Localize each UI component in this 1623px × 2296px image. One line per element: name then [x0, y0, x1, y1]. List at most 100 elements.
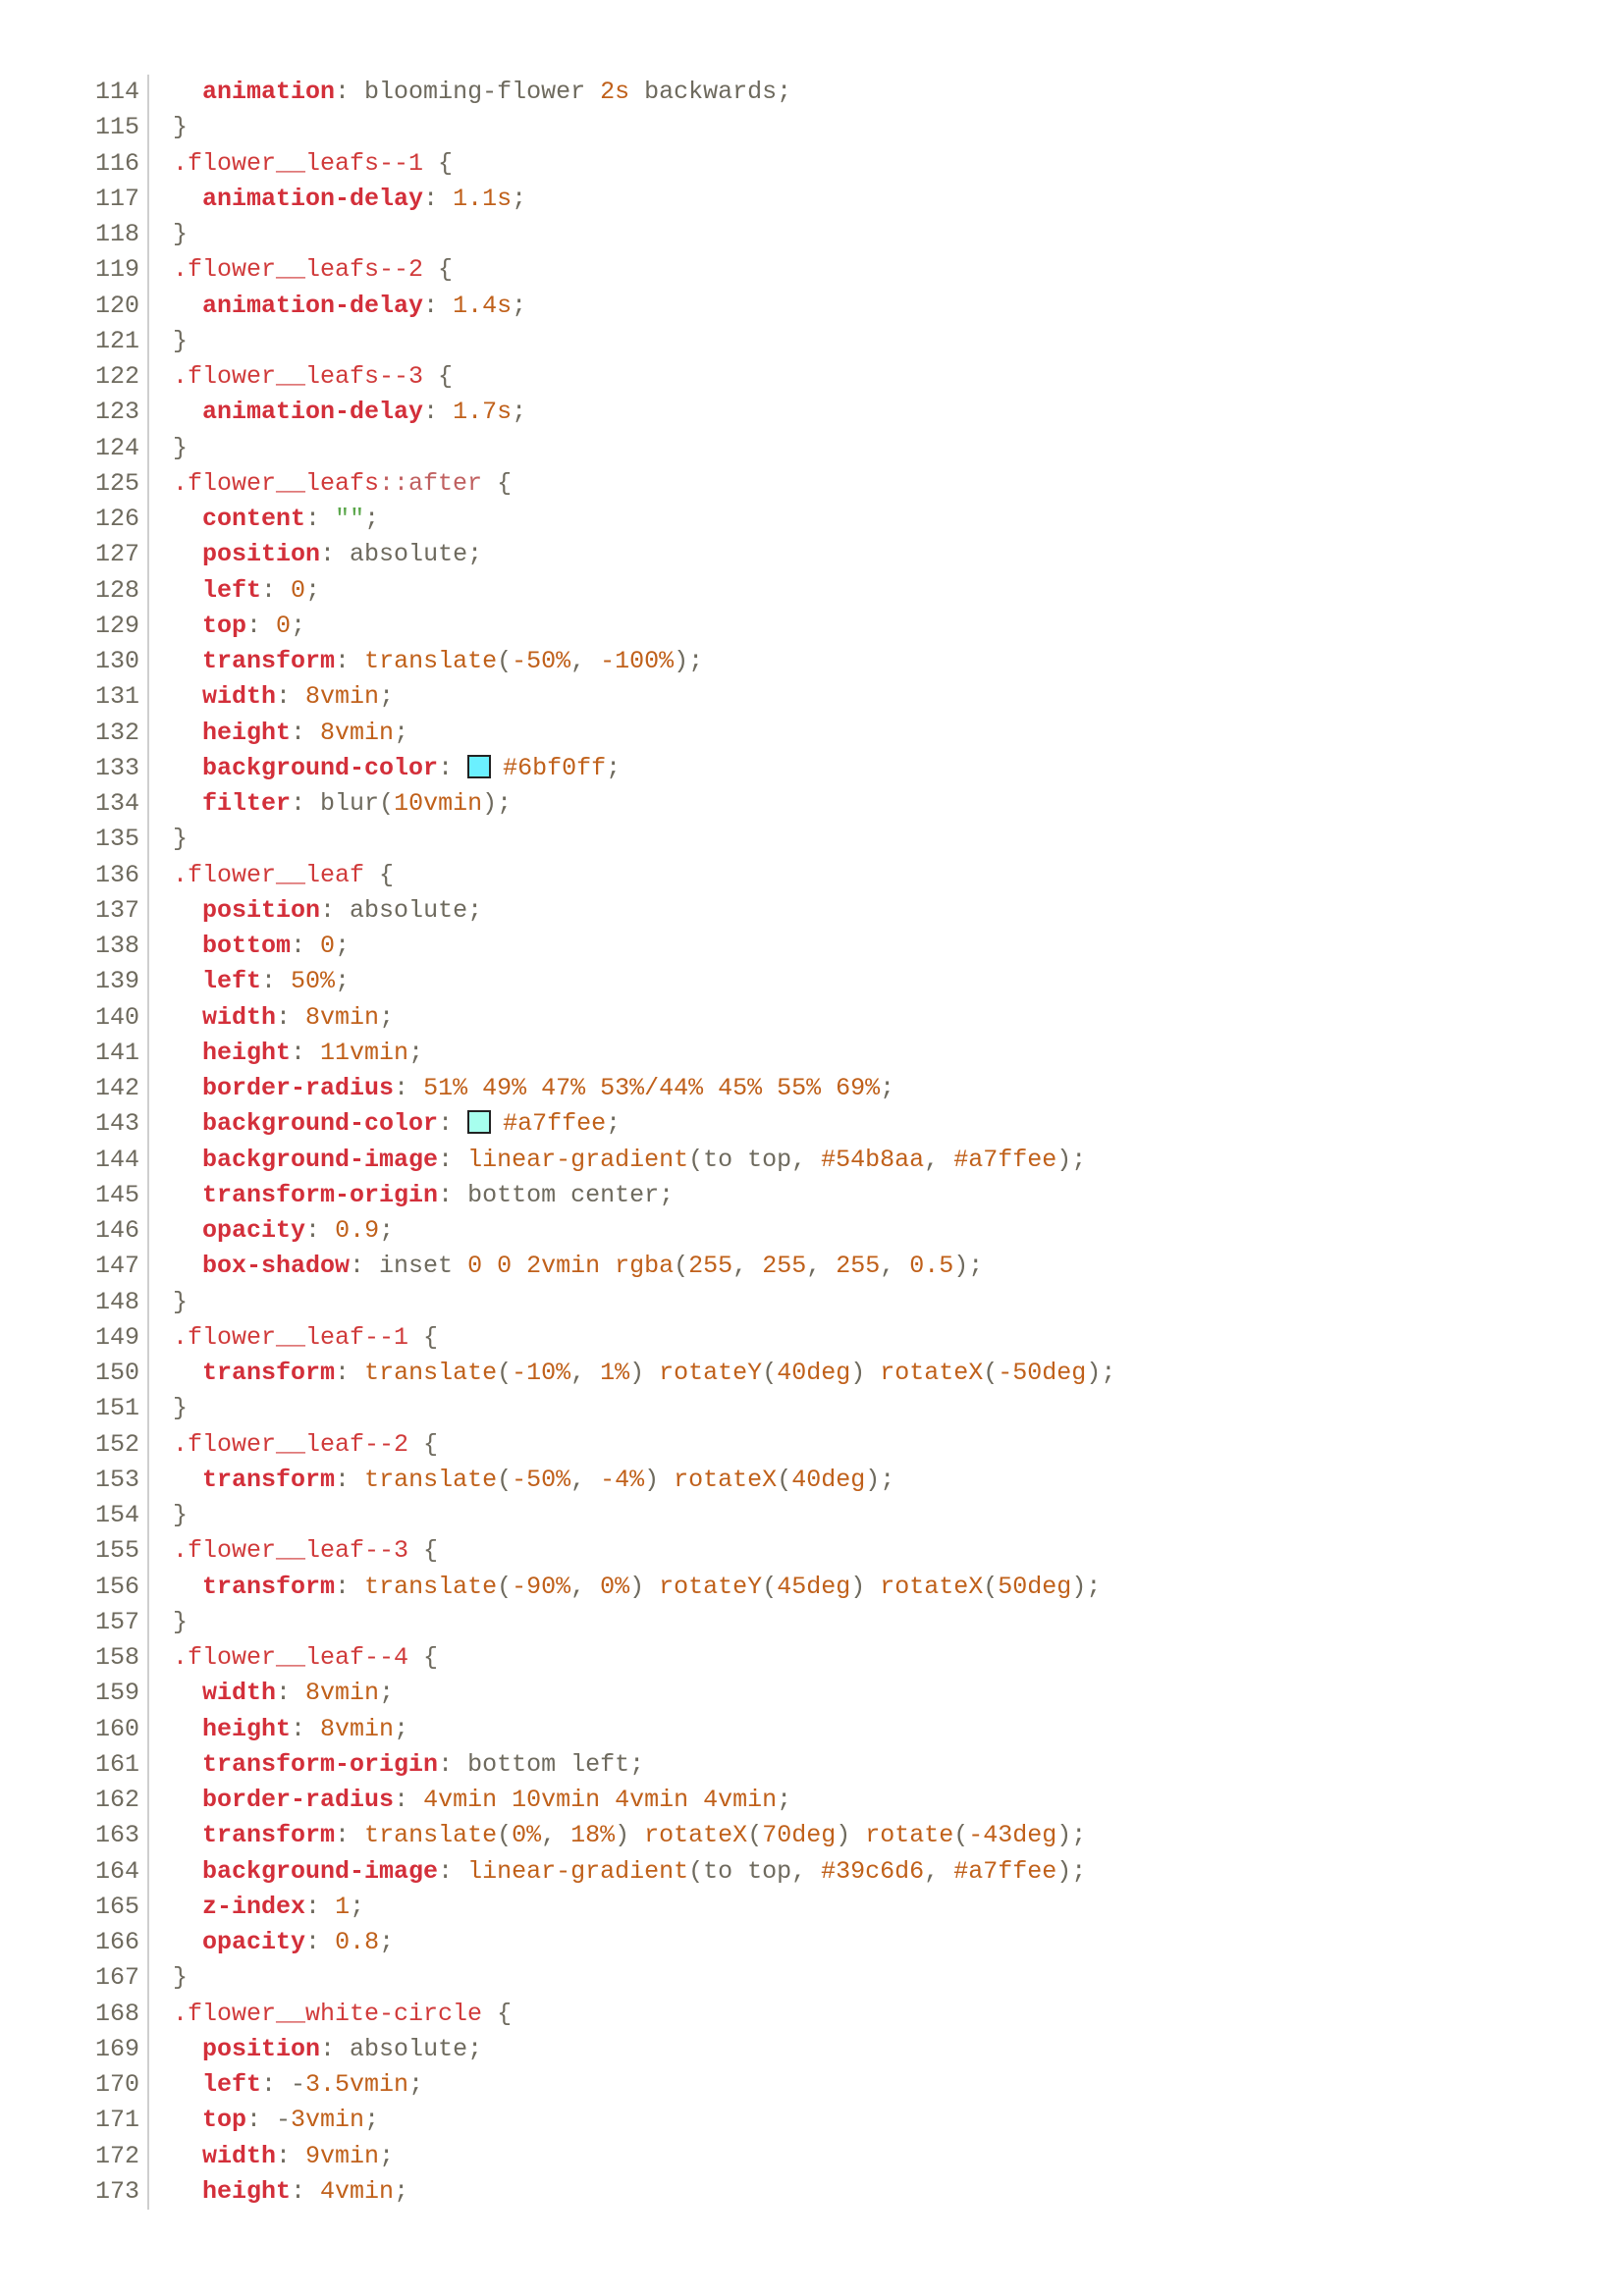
line-number: 131	[79, 679, 149, 716]
token-num: -50%	[512, 1465, 571, 1494]
code-text: }	[149, 1605, 188, 1640]
token-plain: )	[850, 1572, 881, 1601]
token-plain	[173, 896, 202, 925]
code-text: transform: translate(-50%, -4%) rotateX(…	[149, 1463, 894, 1498]
code-text: background-image: linear-gradient(to top…	[149, 1143, 1086, 1178]
token-plain: ,	[570, 1359, 601, 1387]
token-plain: (	[762, 1572, 778, 1601]
token-plain	[173, 719, 202, 747]
token-plain	[173, 398, 202, 426]
token-num: 9vmin	[305, 2141, 380, 2170]
line-number: 141	[79, 1035, 149, 1071]
token-plain	[173, 2070, 202, 2099]
code-text: opacity: 0.9;	[149, 1213, 394, 1249]
line-number: 140	[79, 999, 149, 1036]
line-number: 117	[79, 181, 149, 217]
token-plain: : absolute;	[320, 540, 483, 569]
color-swatch-icon[interactable]	[467, 754, 492, 778]
token-num: -4%	[600, 1465, 645, 1494]
token-prop: background-image	[202, 1145, 439, 1174]
line-number: 158	[79, 1640, 149, 1677]
token-plain: ;	[305, 575, 321, 605]
line-number: 156	[79, 1569, 149, 1605]
code-text: }	[149, 1391, 188, 1426]
token-sel: .flower__leafs--3	[173, 362, 424, 391]
code-line: 116.flower__leafs--1 {	[79, 145, 1115, 182]
code-line: 163 transform: translate(0%, 18%) rotate…	[79, 1818, 1115, 1854]
token-num: #a7ffee	[953, 1145, 1057, 1174]
token-plain: );	[1071, 1572, 1102, 1601]
code-text: animation-delay: 1.1s;	[149, 182, 526, 217]
token-prop: position	[202, 540, 321, 569]
token-plain: (	[497, 1572, 513, 1601]
token-num: 1.4s	[453, 291, 513, 320]
line-number: 138	[79, 929, 149, 965]
token-plain: :	[305, 1928, 336, 1956]
token-plain	[173, 1821, 202, 1849]
token-plain	[173, 932, 202, 960]
color-swatch-icon[interactable]	[467, 1110, 492, 1135]
token-plain: {	[423, 255, 454, 285]
code-line: 165 z-index: 1;	[79, 1889, 1115, 1925]
token-plain: )	[629, 1359, 660, 1387]
token-plain: :	[394, 1074, 424, 1102]
code-line: 171 top: -3vmin;	[79, 2103, 1115, 2139]
token-sel: .flower__leaf--4	[173, 1643, 409, 1672]
token-plain: ;	[512, 398, 527, 427]
token-plain: : absolute;	[320, 895, 483, 925]
token-prop: transform	[202, 647, 336, 675]
token-plain	[173, 1039, 202, 1067]
token-prop: left	[202, 575, 262, 605]
code-listing: 114 animation: blooming-flower 2s backwa…	[79, 75, 1115, 2210]
token-num: 4vmin 10vmin 4vmin 4vmin	[423, 1786, 778, 1814]
token-plain: ;	[379, 682, 395, 712]
line-number: 160	[79, 1711, 149, 1747]
code-line: 114 animation: blooming-flower 2s backwa…	[79, 75, 1115, 111]
token-plain: {	[482, 1999, 513, 2028]
token-plain	[173, 754, 202, 782]
line-number: 169	[79, 2031, 149, 2067]
line-number: 128	[79, 572, 149, 609]
token-plain: {	[423, 148, 454, 178]
token-num: 0.8	[335, 1928, 380, 1956]
token-plain	[173, 1573, 202, 1601]
code-text: height: 8vmin;	[149, 1712, 408, 1747]
line-number: 155	[79, 1533, 149, 1570]
token-plain: (	[983, 1359, 999, 1387]
line-number: 123	[79, 395, 149, 431]
token-plain: ;	[408, 2070, 424, 2099]
token-plain: ;	[880, 1074, 895, 1102]
token-plain: ,	[924, 1856, 954, 1886]
token-prop: transform	[202, 1465, 336, 1494]
token-fn: rotateX	[674, 1465, 778, 1494]
code-text: bottom: 0;	[149, 929, 350, 964]
token-prop: width	[202, 1679, 277, 1708]
token-plain	[173, 789, 202, 818]
token-plain: :	[291, 718, 321, 747]
line-number: 149	[79, 1319, 149, 1356]
token-prop: z-index	[202, 1892, 306, 1921]
code-text: left: 50%;	[149, 964, 350, 999]
token-plain: (	[497, 1465, 513, 1494]
token-prop: width	[202, 1002, 277, 1032]
line-number: 120	[79, 288, 149, 324]
token-plain: }	[173, 1963, 189, 1993]
token-fn: translate	[364, 1359, 498, 1387]
token-plain: :	[276, 1679, 306, 1708]
code-text: .flower__leafs--2 {	[149, 252, 453, 288]
token-num: -90%	[512, 1572, 571, 1601]
token-plain: }	[173, 433, 189, 462]
code-line: 120 animation-delay: 1.4s;	[79, 288, 1115, 324]
code-text: z-index: 1;	[149, 1890, 364, 1925]
token-sel: .flower__leaf--3	[173, 1536, 409, 1566]
token-plain: {	[408, 1322, 439, 1352]
token-num: 50deg	[998, 1572, 1072, 1601]
token-plain: :	[291, 1714, 321, 1743]
token-plain: ,	[541, 1821, 571, 1850]
code-line: 131 width: 8vmin;	[79, 679, 1115, 716]
token-plain: (	[674, 1252, 689, 1281]
code-text: height: 8vmin;	[149, 716, 408, 751]
token-fn: rotateY	[659, 1359, 763, 1387]
token-plain	[173, 647, 202, 675]
code-text: opacity: 0.8;	[149, 1925, 394, 1960]
